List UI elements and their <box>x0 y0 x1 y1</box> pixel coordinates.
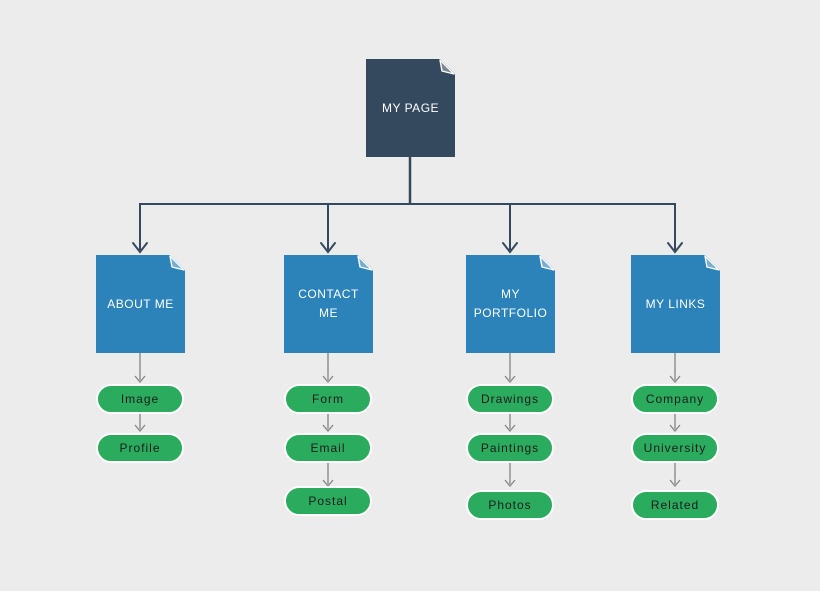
folded-corner-icon <box>169 255 185 271</box>
node-my-links[interactable]: MY LINKS <box>631 255 720 353</box>
node-university-label: University <box>643 441 707 455</box>
node-postal-label: Postal <box>308 494 348 508</box>
node-form[interactable]: Form <box>284 384 372 414</box>
node-postal[interactable]: Postal <box>284 486 372 516</box>
node-email[interactable]: Email <box>284 433 372 463</box>
node-profile-label: Profile <box>119 441 161 455</box>
node-about-me-label: ABOUT ME <box>107 296 174 311</box>
node-image[interactable]: Image <box>96 384 184 414</box>
node-company[interactable]: Company <box>631 384 719 414</box>
node-profile[interactable]: Profile <box>96 433 184 463</box>
node-drawings-label: Drawings <box>480 392 539 406</box>
node-contact-me[interactable]: CONTACT ME <box>284 255 373 353</box>
node-drawings[interactable]: Drawings <box>466 384 554 414</box>
node-about-me[interactable]: ABOUT ME <box>96 255 185 353</box>
node-my-portfolio-label: MY PORTFOLIO <box>473 287 548 320</box>
node-email-label: Email <box>310 441 346 455</box>
node-form-label: Form <box>312 392 344 406</box>
node-my-portfolio[interactable]: MY PORTFOLIO <box>466 255 555 353</box>
tree-connectors <box>132 157 683 254</box>
folded-corner-icon <box>439 59 455 75</box>
node-my-page-label: MY PAGE <box>381 100 440 115</box>
node-company-label: Company <box>645 392 705 406</box>
node-paintings-label: Paintings <box>480 441 540 455</box>
node-paintings[interactable]: Paintings <box>466 433 554 463</box>
node-photos[interactable]: Photos <box>466 490 554 520</box>
node-my-page[interactable]: MY PAGE <box>366 59 455 157</box>
node-university[interactable]: University <box>631 433 719 463</box>
node-related[interactable]: Related <box>631 490 719 520</box>
leaf-connectors <box>134 352 681 488</box>
node-my-links-label: MY LINKS <box>645 296 706 311</box>
folded-corner-icon <box>539 255 555 271</box>
node-photos-label: Photos <box>488 498 532 512</box>
node-contact-me-label: CONTACT ME <box>298 287 359 320</box>
node-related-label: Related <box>650 498 700 512</box>
node-image-label: Image <box>120 392 160 406</box>
folded-corner-icon <box>357 255 373 271</box>
folded-corner-icon <box>704 255 720 271</box>
